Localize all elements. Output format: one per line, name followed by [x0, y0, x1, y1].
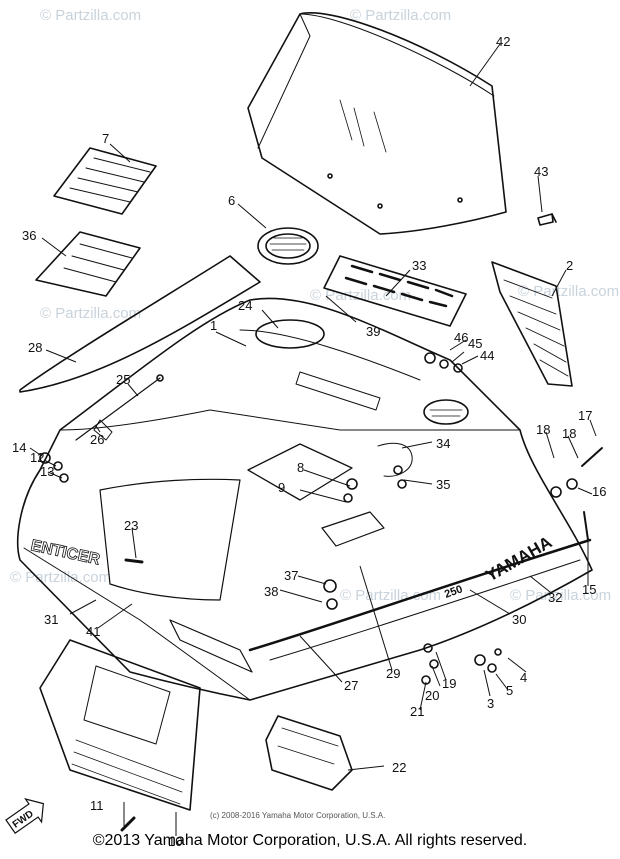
panel-33	[323, 255, 467, 327]
round-vent-6	[257, 227, 319, 265]
callout-45: 45	[468, 336, 482, 351]
callout-18: 18	[562, 426, 576, 441]
watermark: © Partzilla.com	[310, 287, 411, 304]
watermark: © Partzilla.com	[340, 587, 441, 604]
callout-34: 34	[436, 436, 450, 451]
callout-20: 20	[425, 688, 439, 703]
callout-38: 38	[264, 584, 278, 599]
callout-5: 5	[506, 683, 513, 698]
fasteners	[39, 352, 603, 832]
callout-26: 26	[90, 432, 104, 447]
inner-copyright: (c) 2008-2016 Yamaha Motor Corporation, …	[210, 811, 385, 820]
callout-41: 41	[86, 624, 100, 639]
callout-4: 4	[520, 670, 527, 685]
callout-44: 44	[480, 348, 494, 363]
callout-3: 3	[487, 696, 494, 711]
callout-35: 35	[436, 477, 450, 492]
cable-25-26	[75, 374, 164, 441]
callout-15: 15	[582, 582, 596, 597]
callout-1: 1	[210, 318, 217, 333]
callout-27: 27	[344, 678, 358, 693]
callout-18b: 18	[536, 422, 550, 437]
callout-12: 12	[30, 450, 44, 465]
callout-2: 2	[566, 258, 573, 273]
callout-23: 23	[124, 518, 138, 533]
decal-28	[19, 255, 261, 393]
callout-31: 31	[44, 612, 58, 627]
callout-21: 21	[410, 704, 424, 719]
windshield	[247, 12, 507, 235]
watermark: © Partzilla.com	[40, 7, 141, 24]
callout-39: 39	[366, 324, 380, 339]
vent-grille-7	[53, 147, 157, 215]
callout-28: 28	[28, 340, 42, 355]
callout-46: 46	[454, 330, 468, 345]
watermark: © Partzilla.com	[510, 587, 611, 604]
front-grille-10	[39, 639, 201, 811]
callout-11: 11	[90, 798, 104, 813]
watermark: © Partzilla.com	[518, 283, 619, 300]
callout-8: 8	[297, 460, 304, 475]
callout-29: 29	[386, 666, 400, 681]
callout-13: 13	[40, 464, 54, 479]
callout-25: 25	[116, 372, 130, 387]
side-vent-2	[491, 261, 573, 387]
callout-33: 33	[412, 258, 426, 273]
callout-6: 6	[228, 193, 235, 208]
callout-32: 32	[548, 590, 562, 605]
watermark: © Partzilla.com	[350, 7, 451, 24]
engine-text: 250	[443, 583, 464, 601]
callout-19: 19	[442, 676, 456, 691]
leader-lines	[29, 43, 597, 836]
watermark: © Partzilla.com	[10, 569, 111, 586]
callout-14: 14	[12, 440, 26, 455]
vent-grille-36	[35, 231, 141, 297]
watermark: © Partzilla.com	[40, 305, 141, 322]
screw-43	[537, 213, 557, 226]
callout-37: 37	[284, 568, 298, 583]
callout-42: 42	[496, 34, 510, 49]
callout-24: 24	[238, 298, 252, 313]
hood-1	[17, 297, 593, 701]
model-text: ENTICER	[29, 537, 102, 568]
copyright-footer: ©2013 Yamaha Motor Corporation, U.S.A. A…	[92, 832, 528, 849]
brand-text: YAMAHA	[483, 532, 556, 585]
callout-30: 30	[512, 612, 526, 627]
callout-36: 36	[22, 228, 36, 243]
callout-7: 7	[102, 131, 109, 146]
bracket-22	[265, 715, 353, 791]
callout-10: 10	[168, 834, 182, 849]
callout-17: 17	[578, 408, 592, 423]
callout-16: 16	[592, 484, 606, 499]
callout-43: 43	[534, 164, 548, 179]
callout-9: 9	[278, 480, 285, 495]
callout-22: 22	[392, 760, 406, 775]
